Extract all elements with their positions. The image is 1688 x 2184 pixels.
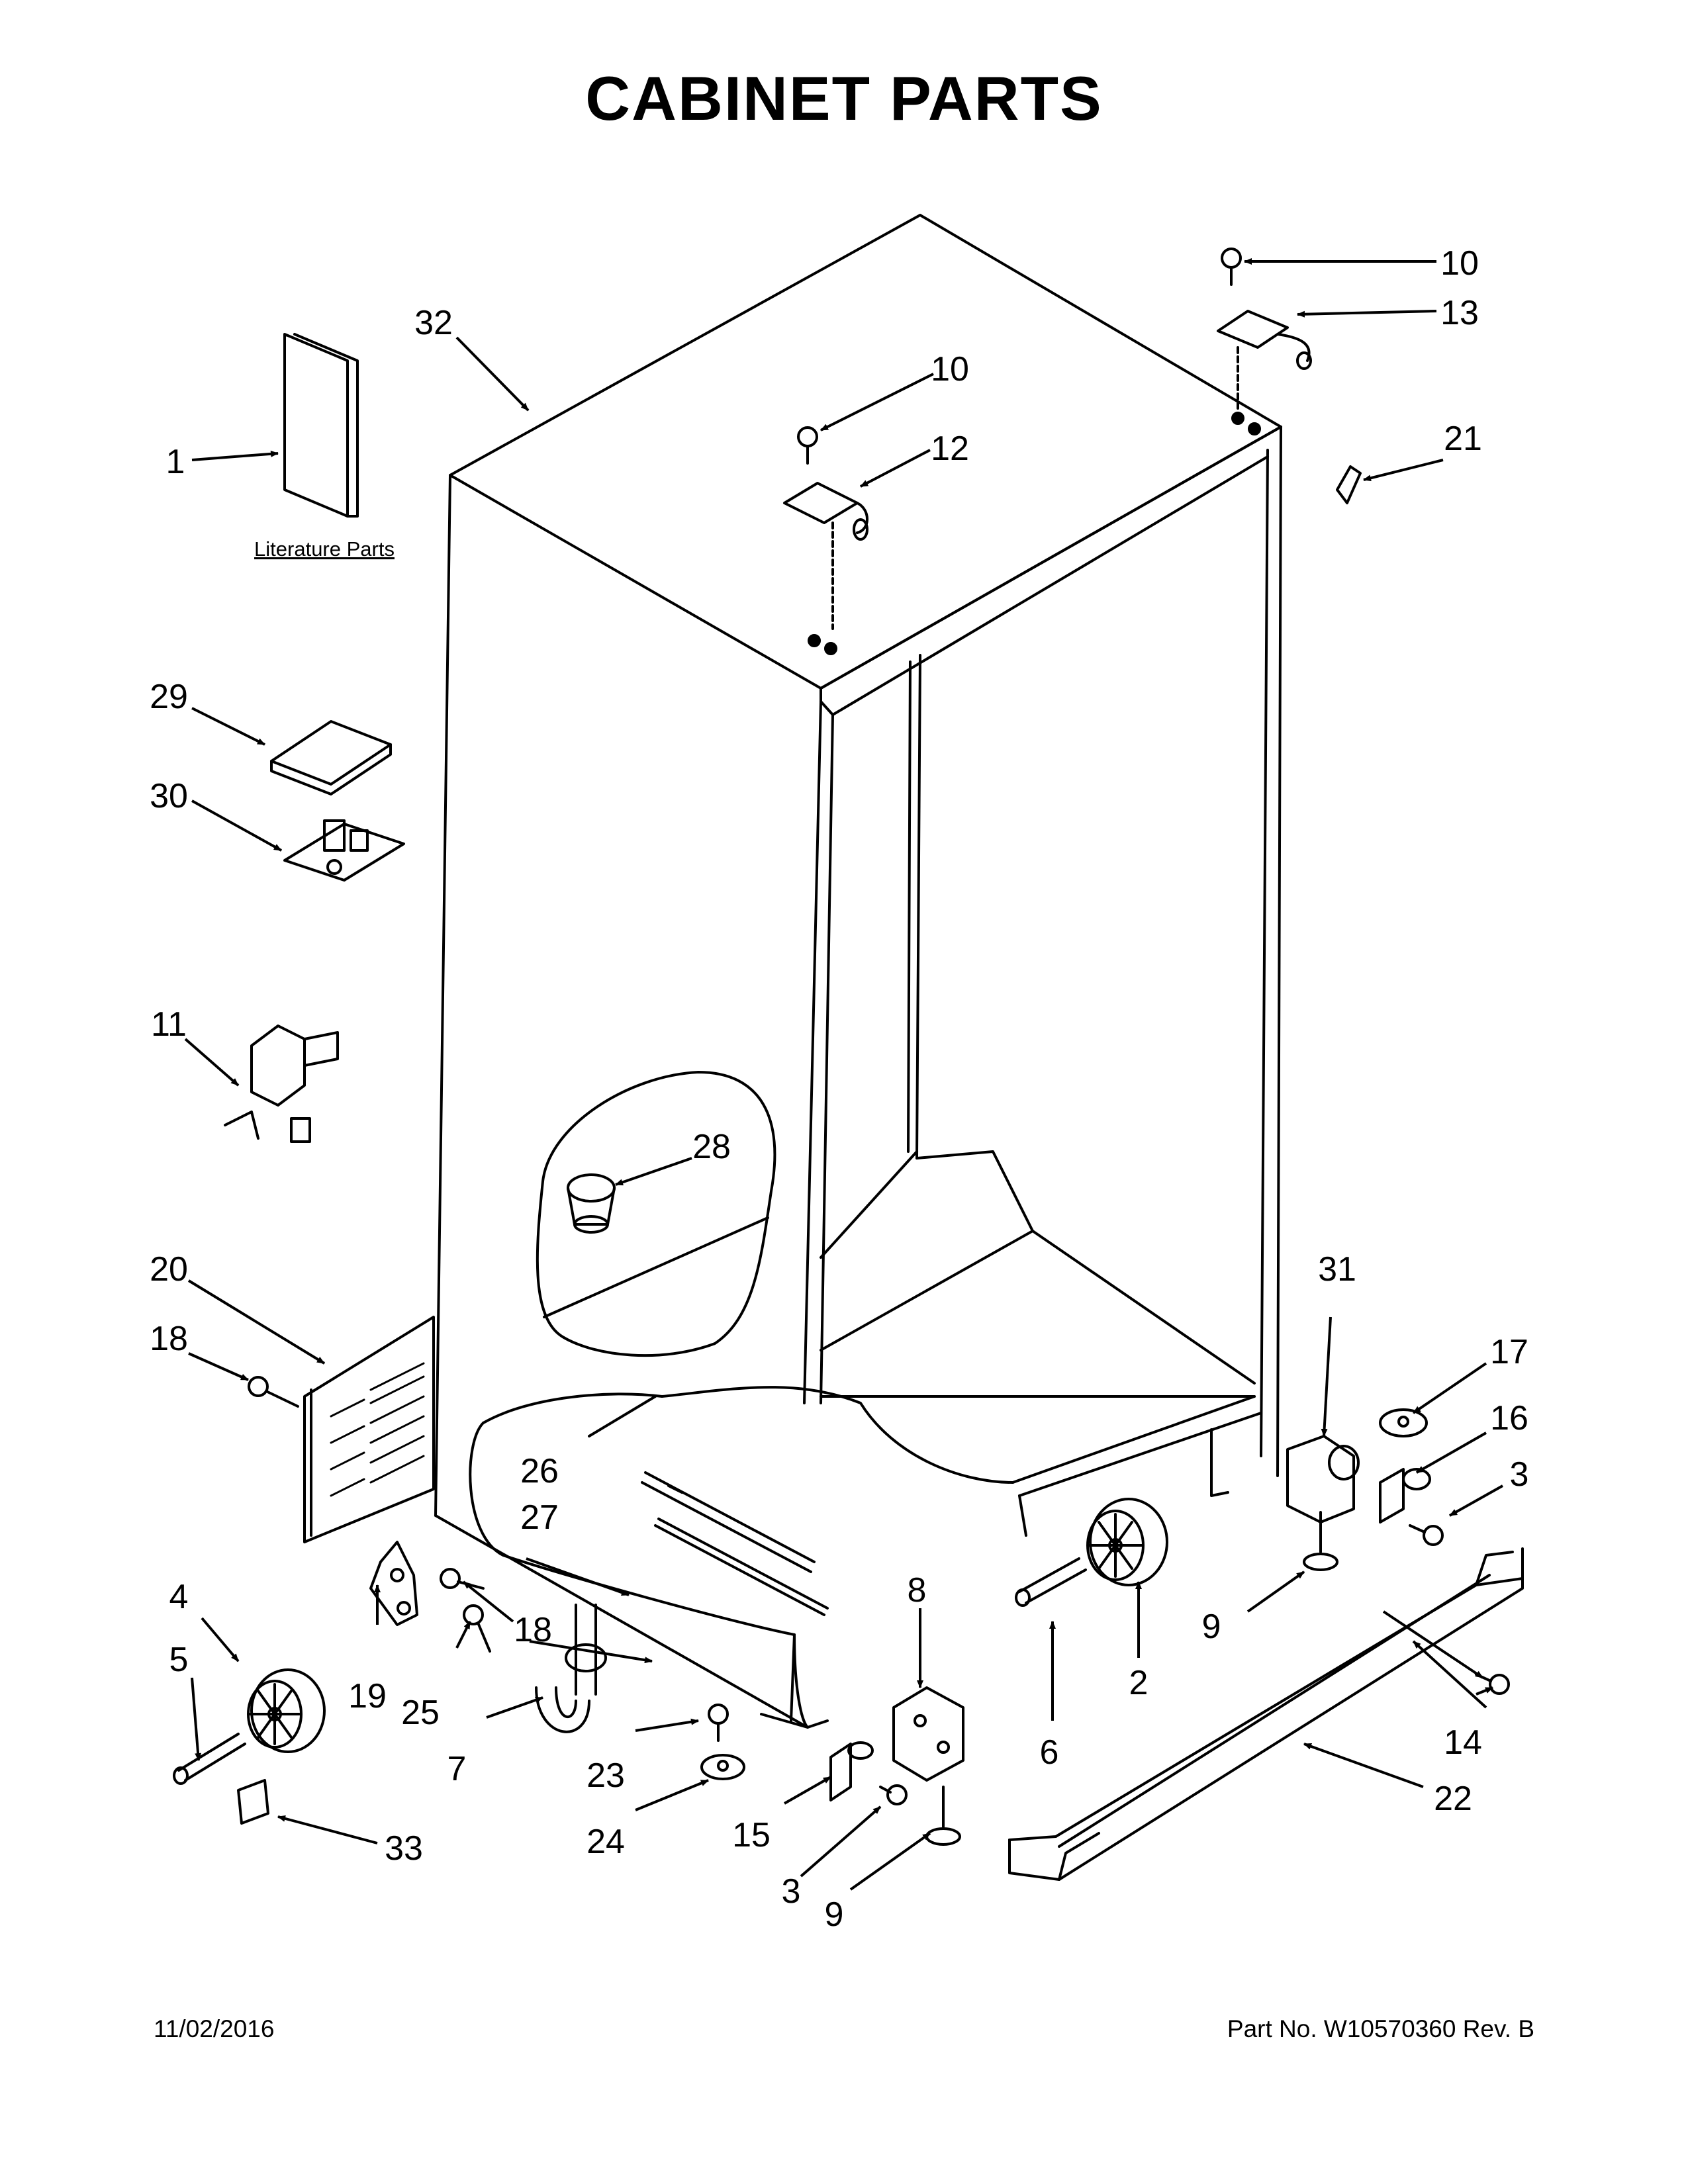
screw-10-right [1221, 248, 1242, 286]
plug-28-part [567, 1173, 616, 1234]
hinge-31-part [1286, 1435, 1360, 1524]
callout-2: 2 [1129, 1664, 1149, 1702]
callout-29: 29 [150, 678, 188, 716]
screw-18-lower [440, 1568, 485, 1590]
callout-6: 6 [1040, 1733, 1059, 1772]
leveler-9-center [925, 1786, 961, 1846]
callout-22: 22 [1434, 1780, 1472, 1818]
rod-27-part [654, 1518, 829, 1616]
hinge-12-part [783, 482, 868, 630]
leader-lines [184, 258, 1503, 1891]
base-rail-22-part [1008, 1547, 1524, 1881]
callout-labels: 1 32 10 12 10 13 21 29 30 11 28 20 18 31… [150, 244, 1528, 1934]
callout-25: 25 [401, 1694, 440, 1732]
callout-13: 13 [1440, 294, 1479, 332]
callout-30: 30 [150, 777, 188, 815]
footer-date: 11/02/2016 [154, 2015, 275, 2042]
screw-3-lower [879, 1784, 908, 1805]
drain-tube-part [535, 1604, 607, 1733]
callout-10-right: 10 [1440, 244, 1479, 283]
literature-booklet [283, 333, 359, 518]
axle-6-part [1015, 1557, 1087, 1607]
callout-18-lower: 18 [514, 1611, 552, 1649]
footer-part-number: Part No. W10570360 Rev. B [1227, 2015, 1534, 2042]
callout-10-center: 10 [931, 350, 969, 388]
page-title: CABINET PARTS [585, 64, 1103, 133]
callout-11: 11 [151, 1005, 187, 1044]
callout-9-right: 9 [1202, 1608, 1221, 1646]
washer-17-part [1379, 1408, 1428, 1437]
callout-20: 20 [150, 1250, 188, 1289]
stop-15-part [829, 1741, 874, 1801]
callout-1: 1 [166, 443, 185, 481]
control-board-part [283, 819, 405, 882]
screw-25-part [463, 1604, 491, 1653]
wheel-2-part [1086, 1498, 1168, 1586]
literature-parts-label: Literature Parts [254, 537, 395, 561]
callout-18-left: 18 [150, 1320, 188, 1358]
callout-15: 15 [732, 1816, 771, 1854]
screw-3-right [1409, 1524, 1444, 1546]
leveler-9-right [1303, 1511, 1338, 1571]
callout-23: 23 [586, 1756, 625, 1795]
toe-grille-part [303, 1316, 435, 1543]
wheel-4-part [247, 1668, 326, 1753]
callout-28: 28 [692, 1128, 731, 1166]
bracket-16-part [1379, 1468, 1431, 1524]
callout-7: 7 [447, 1750, 467, 1788]
callout-24: 24 [586, 1823, 625, 1861]
cabinet-shell [434, 214, 1282, 1729]
screw-10-center [797, 426, 818, 465]
screw-18-left [248, 1376, 299, 1408]
callout-9-center: 9 [825, 1895, 844, 1934]
callout-4: 4 [169, 1578, 189, 1616]
callout-19: 19 [348, 1677, 387, 1715]
callout-16: 16 [1490, 1399, 1528, 1437]
callout-12: 12 [931, 430, 969, 468]
callout-21: 21 [1444, 420, 1482, 458]
control-cover-part [270, 720, 392, 796]
callout-32: 32 [414, 304, 453, 342]
bracket-19-part [369, 1541, 418, 1626]
callout-8: 8 [908, 1571, 927, 1610]
bracket-8-part [892, 1686, 964, 1782]
callout-5: 5 [169, 1641, 189, 1679]
callout-27: 27 [520, 1498, 559, 1537]
screw-23-part [708, 1704, 729, 1742]
hinge-13-part [1217, 310, 1312, 412]
callout-3-right: 3 [1510, 1455, 1529, 1494]
washer-24-part [700, 1754, 745, 1780]
callout-3-lower: 3 [782, 1872, 801, 1911]
callout-31: 31 [1318, 1250, 1356, 1289]
axle-5-part [173, 1733, 246, 1785]
callout-17: 17 [1490, 1333, 1528, 1371]
part-33-block [237, 1779, 269, 1825]
callout-33: 33 [385, 1829, 423, 1868]
rod-26-part [641, 1471, 816, 1573]
top-hinge-holes [808, 412, 1261, 655]
callout-14: 14 [1444, 1723, 1482, 1762]
callout-26: 26 [520, 1452, 559, 1490]
clip-21-part [1336, 465, 1362, 504]
water-valve-part [224, 1024, 339, 1143]
